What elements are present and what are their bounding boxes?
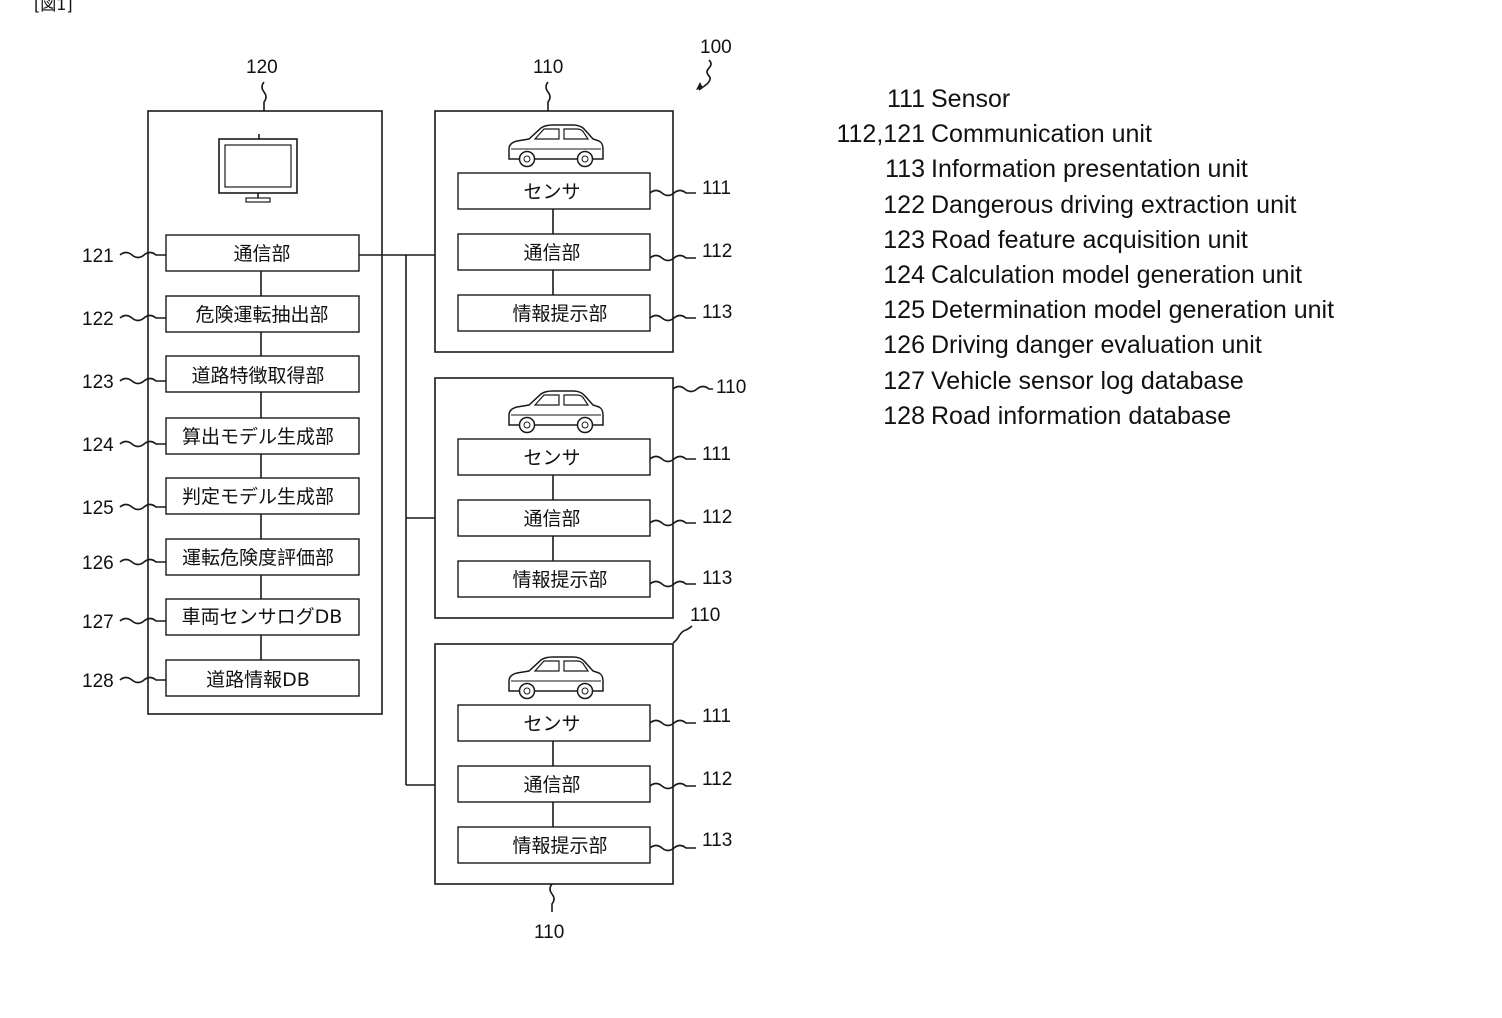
vehicle-1-ref: 110 [533, 57, 563, 78]
server-unit-124: 算出モデル生成部 124 [82, 418, 359, 456]
legend-row: 128 Road information database [815, 399, 1455, 434]
server-unit-125: 判定モデル生成部 125 [82, 478, 359, 519]
server-unit-123-label: 道路特徴取得部 [191, 365, 324, 387]
legend-num: 112,121 [815, 117, 925, 152]
legend-num: 127 [815, 364, 925, 399]
vehicle-1-unit-111-label: センサ [523, 181, 580, 203]
vehicle-1: 110 センサ 通信部 情報提示部 111 112 113 [435, 57, 732, 352]
monitor-icon [219, 134, 297, 202]
server-unit-127: 車両センサログDB 127 [82, 599, 359, 635]
vehicle-3-unit-111-label: センサ [523, 713, 580, 735]
vehicle-3-unit-112-label: 通信部 [523, 774, 580, 796]
vehicle-1-unit-112-ref: 112 [702, 241, 732, 262]
server-unit-125-ref: 125 [82, 498, 114, 519]
legend-row: 126 Driving danger evaluation unit [815, 328, 1455, 363]
server-unit-121-label: 通信部 [233, 243, 290, 265]
vehicle-1-unit-111-ref: 111 [702, 178, 731, 199]
vehicle-2-ref: 110 [716, 377, 746, 398]
vehicle-3: 110 センサ 通信部 情報提示部 111 112 113 [435, 605, 732, 884]
server-unit-126-ref: 126 [82, 553, 114, 574]
legend-row: 112,121 Communication unit [815, 117, 1455, 152]
legend-num: 128 [815, 399, 925, 434]
legend-text: Vehicle sensor log database [931, 364, 1244, 399]
server-unit-122-ref: 122 [82, 309, 114, 330]
vehicle-2-unit-111-ref: 111 [702, 444, 731, 465]
server-unit-121-ref: 121 [82, 246, 114, 267]
server-unit-124-label: 算出モデル生成部 [182, 426, 334, 448]
vehicle-2-unit-113-label: 情報提示部 [512, 569, 607, 591]
legend-text: Determination model generation unit [931, 293, 1334, 328]
reference-legend: 111 Sensor 112,121 Communication unit 11… [815, 82, 1455, 434]
server-unit-128-label: 道路情報DB [206, 669, 310, 691]
server-unit-128-ref: 128 [82, 671, 114, 692]
vehicle-2: 110 センサ 通信部 情報提示部 111 112 113 [435, 377, 746, 618]
vehicle-1-unit-112-label: 通信部 [523, 242, 580, 264]
extra-vehicle-ref: 110 [534, 922, 564, 943]
legend-num: 113 [815, 152, 925, 187]
legend-text: Information presentation unit [931, 152, 1248, 187]
legend-num: 123 [815, 223, 925, 258]
legend-text: Communication unit [931, 117, 1152, 152]
extra-vehicle-ref-leader [550, 884, 554, 912]
server-ref-leader [262, 82, 266, 111]
legend-row: 125 Determination model generation unit [815, 293, 1455, 328]
vehicle-3-unit-111-ref: 111 [702, 706, 731, 727]
vehicle-2-unit-112-ref: 112 [702, 507, 732, 528]
server-unit-126-label: 運転危険度評価部 [182, 547, 334, 569]
vehicle-3-ref: 110 [690, 605, 720, 626]
legend-row: 122 Dangerous driving extraction unit [815, 188, 1455, 223]
legend-row: 127 Vehicle sensor log database [815, 364, 1455, 399]
server-unit-123: 道路特徴取得部 123 [82, 356, 359, 393]
legend-text: Road feature acquisition unit [931, 223, 1248, 258]
vehicle-1-unit-113-label: 情報提示部 [512, 303, 607, 325]
vehicle-2-unit-111-label: センサ [523, 447, 580, 469]
vehicle-2-unit-113-ref: 113 [702, 568, 732, 589]
legend-text: Road information database [931, 399, 1231, 434]
server-unit-122-label: 危険運転抽出部 [195, 304, 328, 326]
legend-num: 122 [815, 188, 925, 223]
vehicle-3-unit-112-ref: 112 [702, 769, 732, 790]
server-unit-127-label: 車両センサログDB [182, 606, 343, 628]
server-unit-127-ref: 127 [82, 612, 114, 633]
system-ref-arrowhead [696, 82, 703, 90]
vehicle-3-unit-113-label: 情報提示部 [512, 835, 607, 857]
legend-row: 111 Sensor [815, 82, 1455, 117]
legend-num: 125 [815, 293, 925, 328]
legend-num: 111 [815, 82, 925, 117]
server-unit-122: 危険運転抽出部 122 [82, 296, 359, 332]
legend-row: 124 Calculation model generation unit [815, 258, 1455, 293]
server-ref-label: 120 [246, 57, 278, 78]
legend-row: 123 Road feature acquisition unit [815, 223, 1455, 258]
server-unit-125-label: 判定モデル生成部 [182, 486, 334, 508]
legend-num: 124 [815, 258, 925, 293]
legend-text: Driving danger evaluation unit [931, 328, 1262, 363]
server-unit-124-ref: 124 [82, 435, 114, 456]
server-unit-126: 運転危険度評価部 126 [82, 539, 359, 575]
legend-text: Dangerous driving extraction unit [931, 188, 1296, 223]
vehicle-2-unit-112-label: 通信部 [523, 508, 580, 530]
server-unit-121: 通信部 121 [82, 235, 359, 271]
legend-row: 113 Information presentation unit [815, 152, 1455, 187]
system-ref-label: 100 [700, 37, 732, 58]
legend-text: Sensor [931, 82, 1010, 117]
legend-num: 126 [815, 328, 925, 363]
server-unit-123-ref: 123 [82, 372, 114, 393]
legend-text: Calculation model generation unit [931, 258, 1302, 293]
vehicle-3-unit-113-ref: 113 [702, 830, 732, 851]
server-unit-128: 道路情報DB 128 [82, 660, 359, 696]
vehicle-1-unit-113-ref: 113 [702, 302, 732, 323]
